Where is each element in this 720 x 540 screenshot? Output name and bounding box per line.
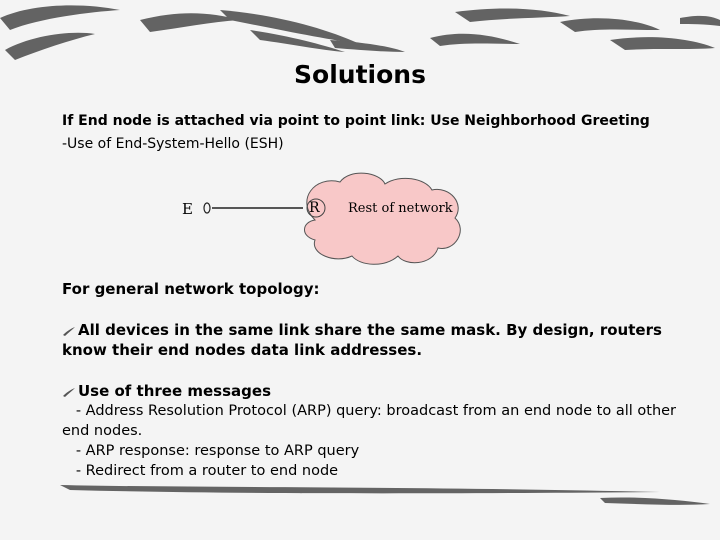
network-cloud xyxy=(304,172,461,265)
sub-item-arp-query: - Address Resolution Protocol (ARP) quer… xyxy=(62,403,681,439)
bullet-item: Use of three messages xyxy=(62,381,682,401)
brush-bullet-icon xyxy=(63,387,75,397)
router-label: R xyxy=(309,200,320,216)
slide-title: Solutions xyxy=(294,60,426,89)
intro-statement: If End node is attached via point to poi… xyxy=(62,113,650,129)
network-diagram xyxy=(203,172,461,265)
router-symbol xyxy=(306,198,326,218)
bullet-item: All devices in the same link share the s… xyxy=(62,320,662,360)
bullet-text: Use of three messages xyxy=(78,382,271,400)
end-node-symbol xyxy=(203,202,211,214)
intro-sub-statement: -Use of End-System-Hello (ESH) xyxy=(62,136,284,152)
sub-item-arp-response: - ARP response: response to ARP query xyxy=(62,443,360,459)
bullet-text: All devices in the same link share the s… xyxy=(62,321,662,359)
brush-bullet-icon xyxy=(63,326,75,336)
end-node-label: E xyxy=(182,200,193,218)
cloud-label: Rest of network xyxy=(348,201,453,216)
sub-item-redirect: - Redirect from a router to end node xyxy=(62,463,339,479)
general-topology-heading: For general network topology: xyxy=(62,280,320,298)
